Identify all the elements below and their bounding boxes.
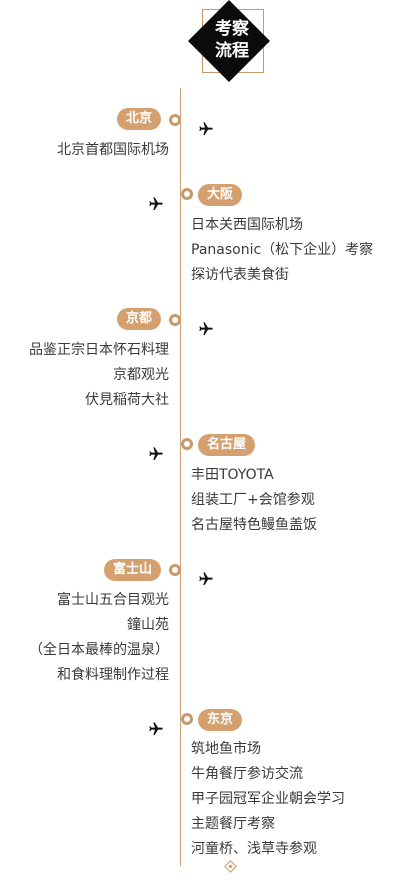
airplane-icon xyxy=(198,571,214,587)
stop-item: 京都观光 xyxy=(113,367,169,383)
airplane-icon xyxy=(148,446,164,462)
stop-item: 河童桥、浅草寺参观 xyxy=(191,841,317,857)
stop-item: 组装工厂+会馆参观 xyxy=(191,492,315,508)
stop-item: 品鉴正宗日本怀石料理 xyxy=(29,342,169,358)
stop-item: 筑地鱼市场 xyxy=(191,741,261,757)
stop-item: 牛角餐厅参访交流 xyxy=(191,766,303,782)
stop-item: 和食料理制作过程 xyxy=(57,667,169,683)
stop-items-osaka: 日本关西国际机场 Panasonic（松下企业）考察 探访代表美食街 xyxy=(191,213,373,288)
page-title-line-2: 流程 xyxy=(215,41,249,61)
stop-item: 伏見稲荷大社 xyxy=(85,392,169,408)
stop-item: 鐘山苑 xyxy=(127,617,169,633)
stop-badge-fuji: 富士山 xyxy=(103,559,161,581)
timeline-dot xyxy=(169,564,181,576)
timeline-dot xyxy=(181,188,193,200)
stop-badge-nagoya: 名古屋 xyxy=(198,434,256,456)
timeline-line xyxy=(180,88,181,866)
stop-items-nagoya: 丰田TOYOTA 组装工厂+会馆参观 名古屋特色鳗鱼盖饭 xyxy=(191,463,317,538)
timeline-dot xyxy=(169,114,181,126)
airplane-icon xyxy=(198,321,214,337)
stop-items-tokyo: 筑地鱼市场 牛角餐厅参访交流 甲子园冠军企业朝会学习 主题餐厅考察 河童桥、浅草… xyxy=(191,737,345,862)
airplane-icon xyxy=(148,721,164,737)
stop-item: Panasonic（松下企业）考察 xyxy=(191,242,374,258)
stop-badge-tokyo: 东京 xyxy=(198,709,243,731)
page-title-line-1: 考察 xyxy=(215,19,249,39)
stop-item: 甲子园冠军企业朝会学习 xyxy=(191,791,345,807)
stop-badge-beijing: 北京 xyxy=(116,108,161,130)
airplane-icon xyxy=(198,121,214,137)
stop-item: 北京首都国际机场 xyxy=(57,142,169,158)
timeline-dot xyxy=(181,438,193,450)
stop-item: 探访代表美食街 xyxy=(191,267,289,283)
diamond-end-icon xyxy=(224,860,237,873)
airplane-icon xyxy=(148,196,164,212)
stop-badge-osaka: 大阪 xyxy=(198,184,243,206)
timeline-dot xyxy=(169,314,181,326)
stop-items-beijing: 北京首都国际机场 xyxy=(57,138,169,163)
stop-item: 日本关西国际机场 xyxy=(191,217,303,233)
stop-items-fuji: 富士山五合目观光 鐘山苑 （全日本最棒的温泉） 和食料理制作过程 xyxy=(29,588,169,688)
stop-item: （全日本最棒的温泉） xyxy=(29,642,169,658)
page-title: 考察 流程 xyxy=(199,18,265,62)
stop-item: 丰田TOYOTA xyxy=(191,467,274,483)
stop-badge-kyoto: 京都 xyxy=(116,308,161,330)
timeline-dot xyxy=(181,713,193,725)
stop-items-kyoto: 品鉴正宗日本怀石料理 京都观光 伏見稲荷大社 xyxy=(29,338,169,413)
stop-item: 名古屋特色鳗鱼盖饭 xyxy=(191,517,317,533)
stop-item: 富士山五合目观光 xyxy=(57,592,169,608)
stop-item: 主题餐厅考察 xyxy=(191,816,275,832)
